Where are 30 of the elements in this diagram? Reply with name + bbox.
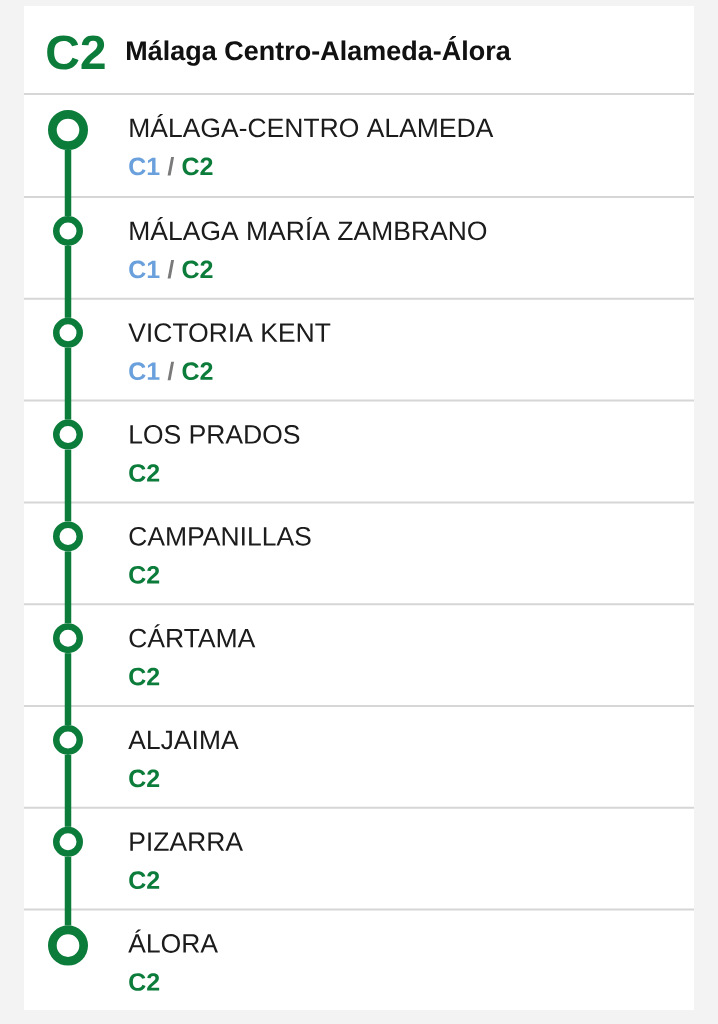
line-code: C2 <box>182 157 213 176</box>
line-code: C1 <box>129 362 160 381</box>
line-code: C2 <box>182 362 213 381</box>
line-code: C2 <box>47 35 105 70</box>
separator-slash: / <box>167 361 175 381</box>
separator-slash: / <box>167 259 175 279</box>
line-code: C2 <box>129 769 160 788</box>
line-code: C2 <box>129 667 160 686</box>
line-code: C2 <box>182 260 213 279</box>
line-code: C2 <box>129 565 160 584</box>
station-name: CÁRTAMA <box>129 624 256 648</box>
station-name: LOS PRADOS <box>130 425 300 444</box>
station-name: MÁLAGA MARÍA ZAMBRANO <box>130 217 487 241</box>
station-name: MÁLAGA-CENTRO ALAMEDA <box>130 114 494 138</box>
station-name: ÁLORA <box>128 929 218 953</box>
line-code: C1 <box>129 157 160 176</box>
route-title: Málaga Centro-Alameda-Álora <box>127 36 511 66</box>
station-name: CAMPANILLAS <box>129 526 311 546</box>
separator-slash: / <box>167 156 175 176</box>
line-code: C2 <box>129 973 160 991</box>
route-line <box>64 551 72 624</box>
station-name: ALJAIMA <box>128 730 239 750</box>
line-code: C2 <box>129 871 160 890</box>
station-name: VICTORIA KENT <box>128 323 331 343</box>
route-line <box>64 856 72 926</box>
route-line <box>64 347 72 420</box>
station-name: PIZARRA <box>130 832 243 851</box>
line-code: C2 <box>129 464 160 482</box>
route-line <box>64 449 72 522</box>
line-code: C1 <box>129 260 160 279</box>
